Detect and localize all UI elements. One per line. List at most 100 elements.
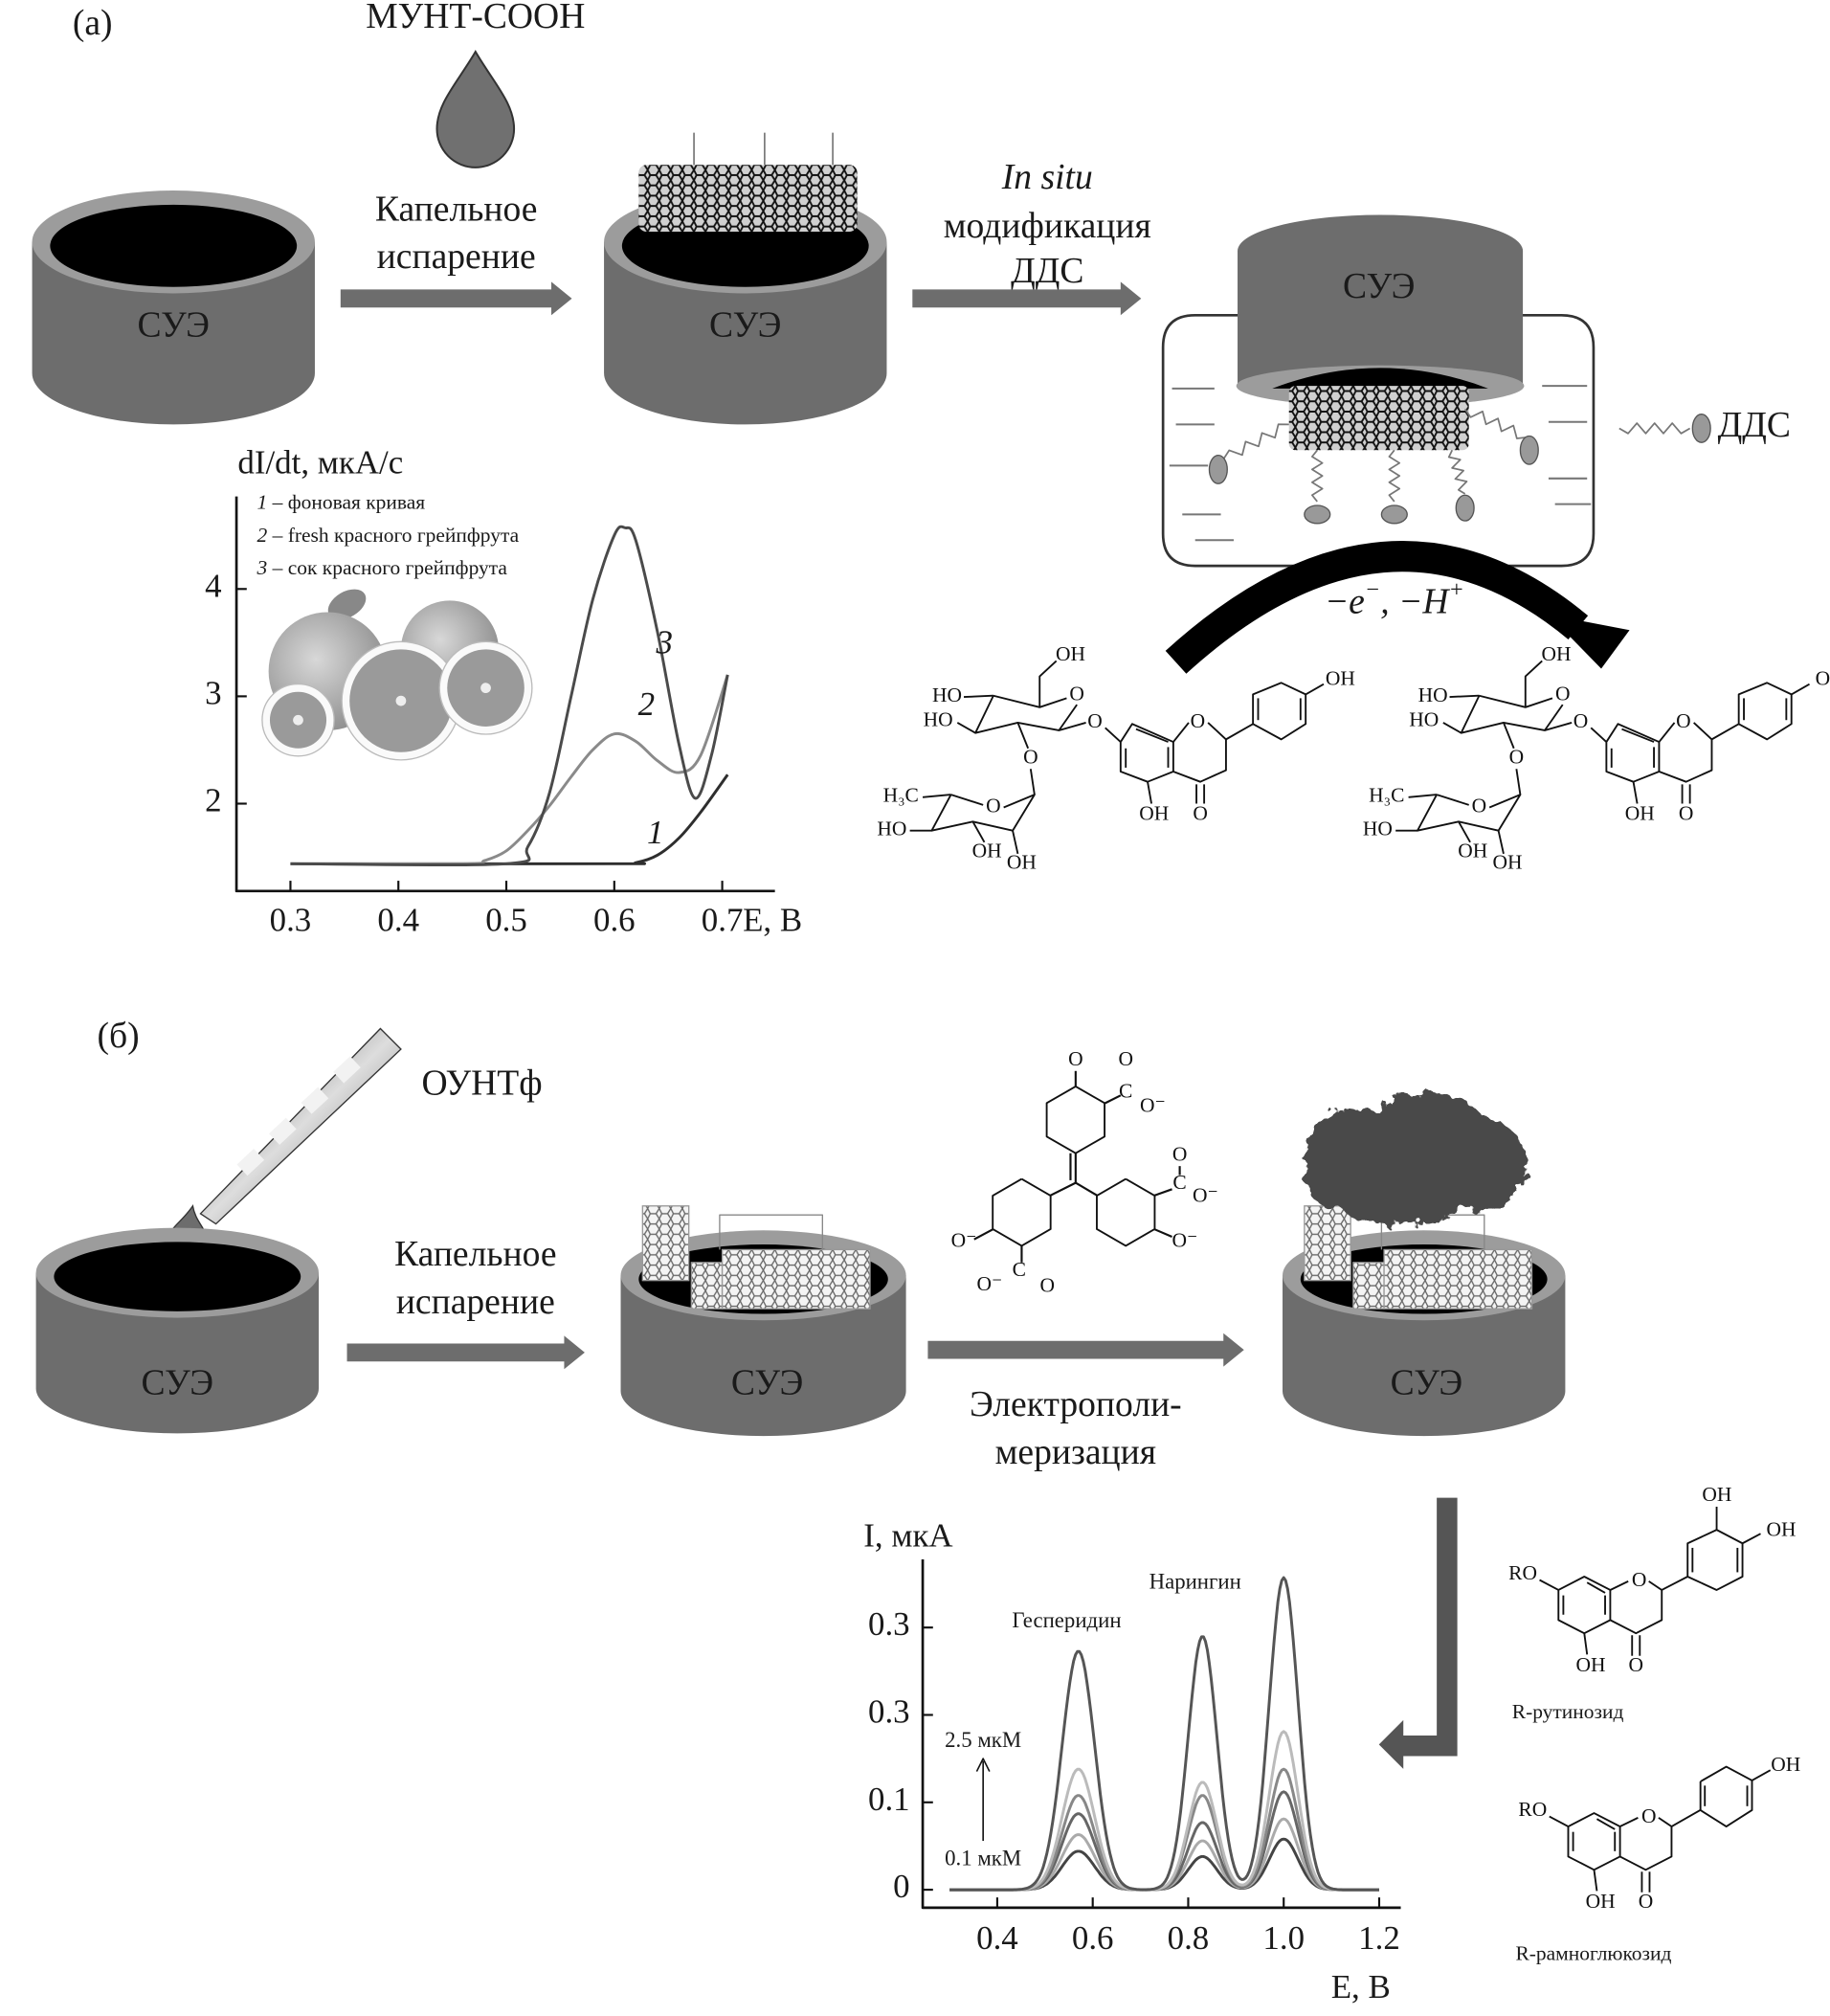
bond [1661,1529,1744,1591]
electrode-body [1283,1275,1566,1437]
atom-label: O [1023,745,1038,768]
electrode-body [620,1275,906,1437]
atom-label: OH [1056,642,1085,665]
chart-a-axes [234,496,775,893]
atom-label: OH [1586,1890,1616,1913]
atom-label: O [1087,709,1103,732]
electrode-label: СУЭ [1343,267,1416,306]
atom-label: O [1679,802,1694,825]
pipette-icon [199,1027,402,1225]
pipette-label [269,1117,297,1146]
y-tick-label: 0.1 [868,1781,910,1818]
series-2-curve [290,674,729,866]
rhamnoglucoside-label: R-рамноглюкозид [1515,1941,1671,1964]
legend-entry: 3 – сок красного грейпфрута [257,556,508,579]
bond [1135,728,1169,743]
nanotube-icon [638,165,858,233]
atom-label: C [1013,1258,1026,1281]
rutinoside-label: R-рутинозид [1512,1700,1624,1723]
grapefruit-core [480,683,491,694]
bond [1593,1870,1598,1892]
sds-head-icon [1380,504,1408,525]
electrode-surface [1272,368,1488,389]
ring [1096,1177,1156,1247]
bond [974,695,1078,734]
electrode-label: СУЭ [138,305,211,345]
bond [993,694,1067,708]
atom-label: O [1040,1273,1056,1296]
bond [1479,694,1553,708]
legend-entry: 1 – фоновая кривая [257,491,426,514]
atom-label: O⁻ [976,1272,1002,1295]
atom-label: O⁻ [951,1228,977,1251]
atom-label: OH [1575,1653,1605,1676]
electrode-label: СУЭ [142,1363,214,1402]
panel-label-b: (б) [97,1017,139,1056]
sds-chain [1388,449,1401,503]
curve-label: 2 [638,685,655,723]
bond [1752,1769,1772,1781]
atom-label: O [1555,683,1571,706]
bond [1417,794,1522,832]
bond [1172,722,1227,783]
process-arrow [346,1335,585,1370]
step-label: испарение [396,1283,555,1322]
process-arrow [927,1333,1244,1367]
nanotube-icon [1383,1248,1533,1310]
atom-label: OH [1458,839,1487,862]
electrode-surface [50,204,298,287]
atom-label: O [1641,1804,1657,1827]
electrode-bare [32,190,315,425]
bond [930,794,1036,832]
bond [956,722,976,734]
sds-legend-head-icon [1691,414,1711,443]
grapefruit-core [293,714,303,726]
atom-label: O [1676,709,1691,732]
bond [1029,769,1036,795]
electrode-label: СУЭ [709,305,782,345]
x-tick-label: 0.4 [377,901,419,938]
y-tick-label: 0.3 [868,1605,910,1643]
bond [971,820,986,843]
y-tick-label: 3 [205,674,221,711]
series-3-curve [290,525,729,867]
bond [1711,682,1793,741]
bond [1632,781,1639,804]
concentration-arrow-head [975,1758,991,1772]
atom-label: OH [1702,1483,1731,1506]
atom-label: OH [1492,851,1522,874]
sds-legend-tail [1618,422,1691,435]
bond [1539,1579,1559,1591]
grapefruit-core [395,695,407,706]
atom-label: C [1119,1080,1132,1103]
bond [1742,1533,1761,1545]
reaction-arrow-head [1548,615,1630,669]
atom-label: H₃C [883,784,919,807]
reaction-conditions: −e−, −H+ [1325,576,1464,621]
x-tick-label: 0.6 [593,901,636,938]
atom-label: H₃C [1369,784,1404,807]
nanotube-icon [690,1262,724,1310]
bond [1524,660,1543,707]
atom-label: HO [932,683,962,706]
atom-label: O [1628,1653,1643,1676]
bond [1442,722,1462,734]
electrode-body [604,241,887,425]
electrode-surface [54,1242,301,1311]
bond [1609,1580,1663,1635]
step-label: меризация [995,1433,1156,1472]
chart-b-axes [921,1559,1401,1910]
curve-label: 3 [655,623,672,661]
atom-label: OH [1771,1753,1800,1776]
atom-label: OH [1766,1517,1796,1540]
bond [1225,682,1307,741]
swcnt-layer [641,1205,871,1310]
sds-head-icon [1455,494,1475,522]
atom-label: OH [1541,642,1571,665]
